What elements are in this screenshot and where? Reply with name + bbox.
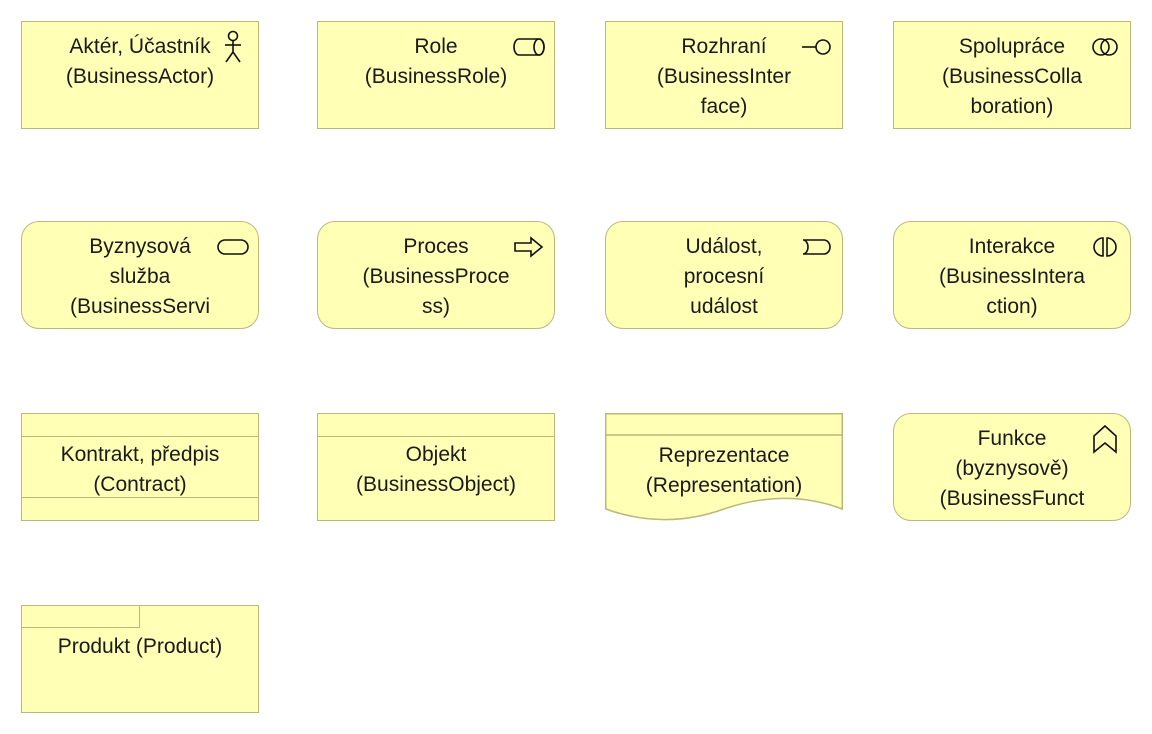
function-chevron-icon [1088,422,1122,456]
element-label: Funkce (byznysově) (BusinessFunct [939,427,1085,510]
element-label: Reprezentace (Representation) [645,444,803,497]
element-label: Interakce (BusinessIntera ction) [939,235,1085,318]
business-collaboration-element[interactable]: Spolupráce (BusinessColla boration) [893,21,1131,129]
business-role-element[interactable]: Role (BusinessRole) [317,21,555,129]
role-icon [512,30,546,64]
element-label: Aktér, Účastník (BusinessActor) [65,35,215,88]
product-tab [22,606,140,628]
representation-shape [605,413,843,521]
contract-element[interactable]: Kontrakt, předpis (Contract) [21,413,259,521]
business-interface-element[interactable]: Rozhraní (BusinessInter face) [605,21,843,129]
event-icon [800,230,834,264]
element-label: Spolupráce (BusinessColla boration) [941,35,1083,118]
element-label: Byznysová služba (BusinessServi [69,235,211,318]
business-service-element[interactable]: Byznysová služba (BusinessServi [21,221,259,329]
business-actor-element[interactable]: Aktér, Účastník (BusinessActor) [21,21,259,129]
element-label: Produkt (Product) [57,635,223,658]
contract-footer-bar [22,497,258,520]
element-label: Objekt (BusinessObject) [356,443,516,496]
interaction-icon [1088,230,1122,264]
object-header-bar [318,414,554,437]
actor-icon [216,30,250,64]
business-interaction-element[interactable]: Interakce (BusinessIntera ction) [893,221,1131,329]
product-element[interactable]: Produkt (Product) [21,605,259,713]
interface-icon [800,30,834,64]
contract-header-bar [22,414,258,437]
business-process-element[interactable]: Proces (BusinessProce ss) [317,221,555,329]
element-label: Událost, procesní událost [683,235,765,318]
service-icon [216,230,250,264]
representation-element[interactable]: Reprezentace (Representation) [605,413,843,521]
process-arrow-icon [512,230,546,264]
business-function-element[interactable]: Funkce (byznysově) (BusinessFunct [893,413,1131,521]
business-event-element[interactable]: Událost, procesní událost [605,221,843,329]
collaboration-icon [1088,30,1122,64]
element-label: Role (BusinessRole) [364,35,508,88]
element-label: Proces (BusinessProce ss) [362,235,510,318]
element-label: Rozhraní (BusinessInter face) [656,35,792,118]
element-label: Kontrakt, předpis (Contract) [60,443,220,496]
business-object-element[interactable]: Objekt (BusinessObject) [317,413,555,521]
